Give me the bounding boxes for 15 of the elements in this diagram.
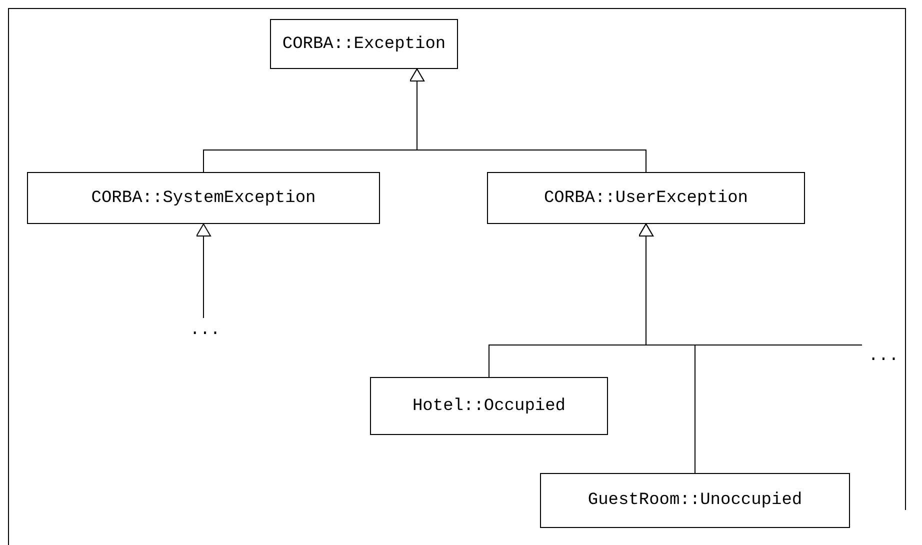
class-name: CORBA::Exception [282, 34, 446, 54]
inheritance-arrow [196, 224, 211, 318]
class-name: Hotel::Occupied [412, 396, 566, 416]
ellipsis-text: ... [180, 318, 230, 342]
class-box [487, 172, 805, 224]
class-name: GuestRoom::Unoccupied [588, 491, 802, 510]
ellipsis-text: ... [862, 344, 905, 368]
class-name: CORBA::UserException [544, 188, 748, 208]
class-box [370, 377, 608, 435]
class-box [540, 473, 850, 528]
inheritance-arrow [638, 224, 862, 346]
class-name: CORBA::SystemException [91, 188, 316, 208]
class-box [270, 19, 458, 69]
inheritance-arrow [410, 68, 646, 172]
class-box [27, 172, 380, 224]
